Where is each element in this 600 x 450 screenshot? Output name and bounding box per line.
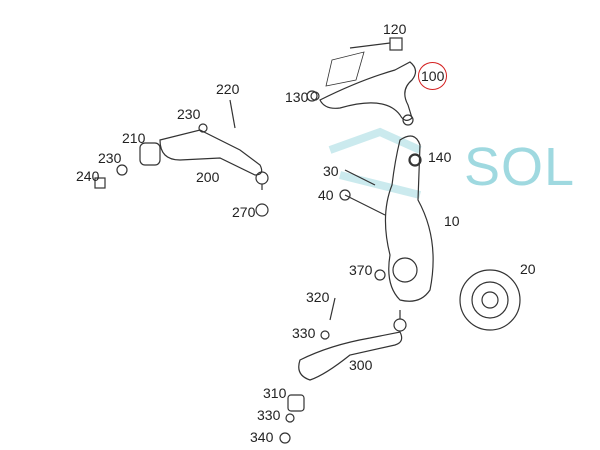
part-label-330: 330 xyxy=(292,325,316,341)
part-label-230: 230 xyxy=(177,106,201,122)
part-label-120: 120 xyxy=(383,21,407,37)
part-label-30: 30 xyxy=(323,163,339,179)
part-label-310: 310 xyxy=(263,385,287,401)
small-parts-left xyxy=(94,91,320,217)
part-label-340: 340 xyxy=(250,429,274,445)
part-label-20: 20 xyxy=(520,261,536,277)
lower-control-arm xyxy=(298,310,407,381)
part-label-130: 130 xyxy=(285,89,309,105)
part-label-210: 210 xyxy=(122,130,146,146)
bolts-30-40 xyxy=(339,154,421,216)
sol-watermark: SOL xyxy=(464,137,576,197)
part-label-300: 300 xyxy=(349,357,373,373)
watermark-chevron xyxy=(328,127,422,199)
part-label-220: 220 xyxy=(216,81,240,97)
part-label-320: 320 xyxy=(306,289,330,305)
small-parts-bottom xyxy=(279,269,386,444)
part-label-240: 240 xyxy=(76,168,100,184)
part-label-330: 330 xyxy=(257,407,281,423)
rear-control-arm xyxy=(139,129,269,190)
part-label-140: 140 xyxy=(428,149,452,165)
part-label-100-highlighted: 100 xyxy=(418,62,448,90)
part-label-230: 230 xyxy=(98,150,122,166)
part-label-270: 270 xyxy=(232,204,256,220)
part-label-200: 200 xyxy=(196,169,220,185)
part-label-10: 10 xyxy=(444,213,460,229)
part-label-40: 40 xyxy=(318,187,334,203)
steering-knuckle xyxy=(384,135,434,302)
part-label-370: 370 xyxy=(349,262,373,278)
upper-control-arm xyxy=(306,61,417,126)
bolt-120 xyxy=(325,37,403,87)
wheel-hub xyxy=(459,269,521,331)
